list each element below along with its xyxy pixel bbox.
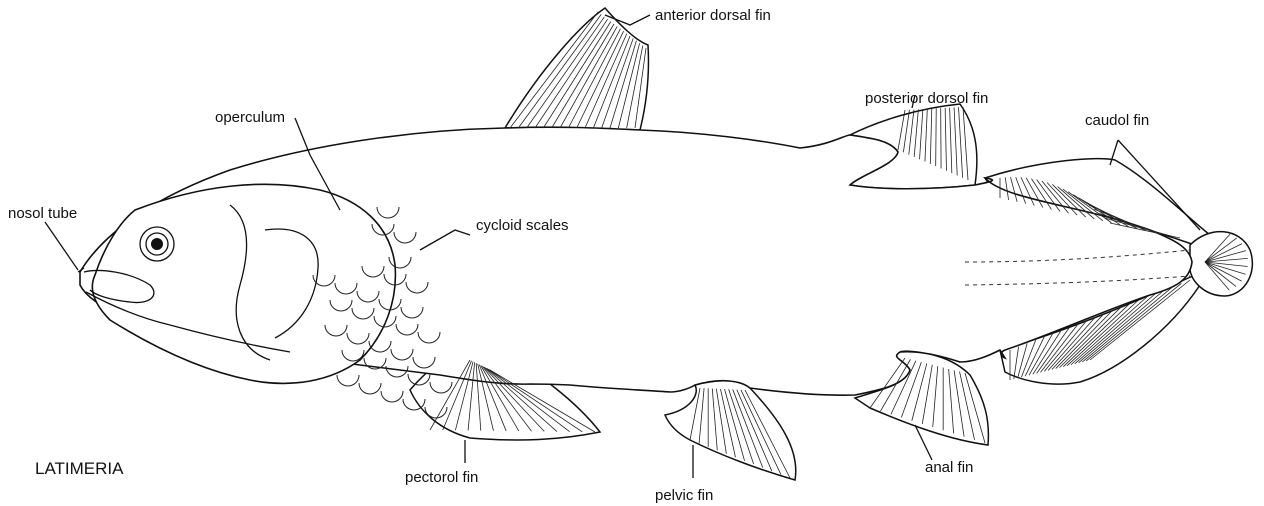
label-anterior-dorsal-fin: anterior dorsal fin <box>655 7 771 24</box>
nasal-tube-leader <box>45 222 78 270</box>
label-cycloid-scales: cycloid scales <box>476 217 569 234</box>
label-pectoral-fin: pectorol fin <box>405 469 478 486</box>
figure-title: LATIMERIA <box>35 459 124 478</box>
operculum-plate <box>92 184 395 383</box>
eye-pupil <box>151 238 163 250</box>
label-caudal-fin: caudol fin <box>1085 112 1149 129</box>
label-pelvic-fin: pelvic fin <box>655 487 713 504</box>
label-operculum: operculum <box>215 109 285 126</box>
label-posterior-dorsal-fin: posterior dorsol fin <box>865 90 988 107</box>
fin-ray <box>936 108 937 166</box>
scale <box>359 383 381 394</box>
label-nasal-tube: nosol tube <box>8 205 77 222</box>
scale <box>381 391 403 402</box>
scale <box>337 375 359 386</box>
label-anal-fin: anal fin <box>925 459 973 476</box>
